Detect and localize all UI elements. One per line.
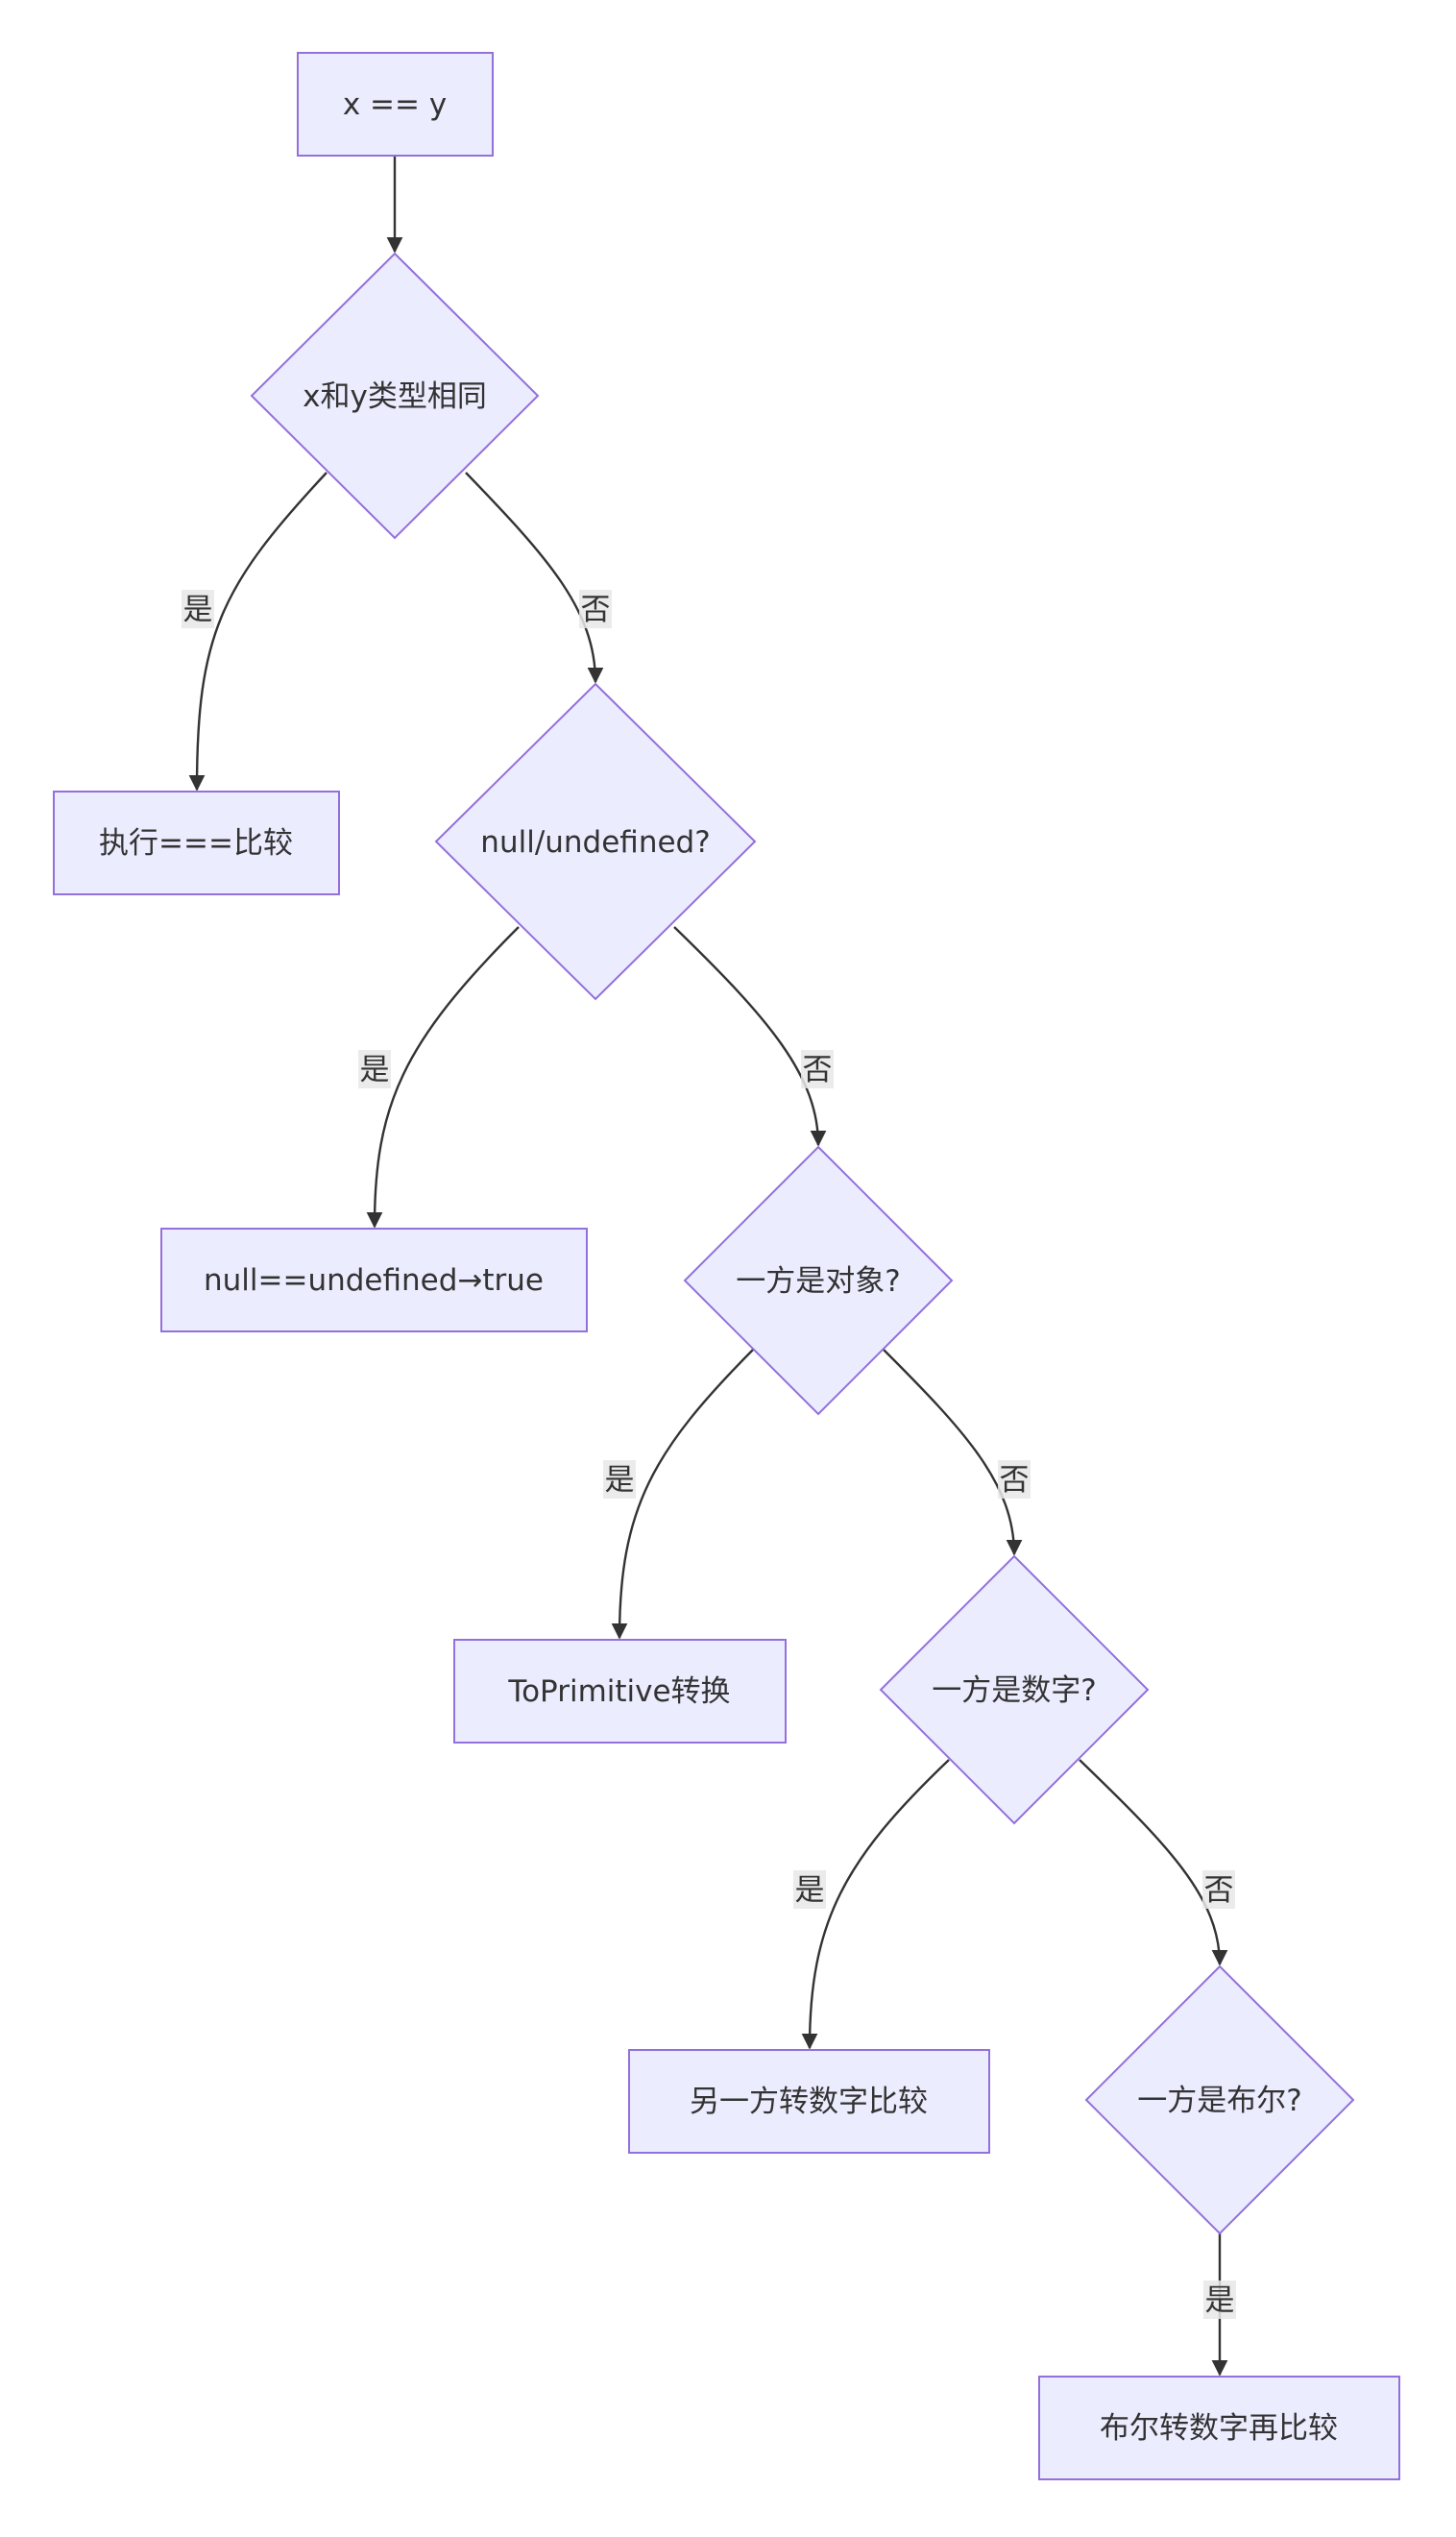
edge-label-d-e: 是 <box>358 1050 391 1088</box>
edge-label-text: 是 <box>1205 2283 1235 2318</box>
edge-label-text: 否 <box>1204 1873 1234 1908</box>
edges <box>188 156 1228 2377</box>
edge-h-j <box>1079 1759 1228 1966</box>
edge-label-text: 是 <box>360 1053 390 1087</box>
edge-label-f-g: 是 <box>603 1460 636 1499</box>
node-other-to-number: 另一方转数字比较 <box>628 2049 990 2154</box>
edge-labels: 是 否 是 否 是 否 是 否 <box>182 590 1236 2319</box>
edge-label-text: 否 <box>1000 1463 1030 1498</box>
edge-b-d <box>465 472 604 684</box>
node-object-decision: 一方是对象? <box>683 1145 954 1416</box>
node-boolean-decision: 一方是布尔? <box>1084 1964 1355 2235</box>
node-label: 一方是数字? <box>932 1673 1096 1708</box>
edge-label-b-d: 否 <box>579 590 612 628</box>
edge-f-h <box>883 1349 1023 1556</box>
node-label: 一方是对象? <box>736 1264 900 1299</box>
node-strict-compare: 执行===比较 <box>53 791 340 895</box>
node-label: 一方是布尔? <box>1137 2084 1301 2118</box>
edge-f-g <box>611 1349 754 1640</box>
edge-label-j-k: 是 <box>1203 2281 1236 2319</box>
edge-label-h-j: 否 <box>1202 1870 1235 1909</box>
edge-label-text: 是 <box>795 1873 825 1908</box>
node-label: null==undefined→true <box>204 1263 544 1298</box>
nodes: x == y x和y类型相同 执行===比较 null/undefined? n… <box>53 52 1400 2480</box>
node-label: 布尔转数字再比较 <box>1100 2411 1338 2446</box>
edge-label-b-c: 是 <box>182 590 214 628</box>
node-boolean-to-number: 布尔转数字再比较 <box>1038 2376 1400 2480</box>
edge-label-text: 是 <box>183 593 213 627</box>
node-label: null/undefined? <box>480 825 710 860</box>
node-label: 另一方转数字比较 <box>690 2085 928 2119</box>
node-same-type-decision: x和y类型相同 <box>250 252 540 540</box>
edge-label-d-f: 否 <box>801 1050 834 1088</box>
edge-label-text: 是 <box>605 1463 635 1498</box>
node-null-eq-undefined-true: null==undefined→true <box>160 1228 588 1332</box>
node-label: ToPrimitive转换 <box>507 1674 730 1709</box>
edge-label-h-i: 是 <box>793 1870 826 1909</box>
edge-d-e <box>366 926 520 1229</box>
edge-label-text: 否 <box>581 593 611 627</box>
edge-h-i <box>801 1759 950 2050</box>
edge-label-f-h: 否 <box>998 1460 1031 1499</box>
node-toprimitive: ToPrimitive转换 <box>453 1639 787 1744</box>
node-label: x == y <box>343 87 447 122</box>
node-label: x和y类型相同 <box>303 379 487 414</box>
node-null-undefined-decision: null/undefined? <box>434 682 757 1001</box>
edge-label-text: 否 <box>803 1053 833 1087</box>
node-x-eq-y: x == y <box>297 52 494 157</box>
node-number-decision: 一方是数字? <box>879 1554 1150 1825</box>
edge-d-f <box>673 926 827 1147</box>
node-label: 执行===比较 <box>99 826 293 861</box>
edge-b-c <box>188 472 328 792</box>
